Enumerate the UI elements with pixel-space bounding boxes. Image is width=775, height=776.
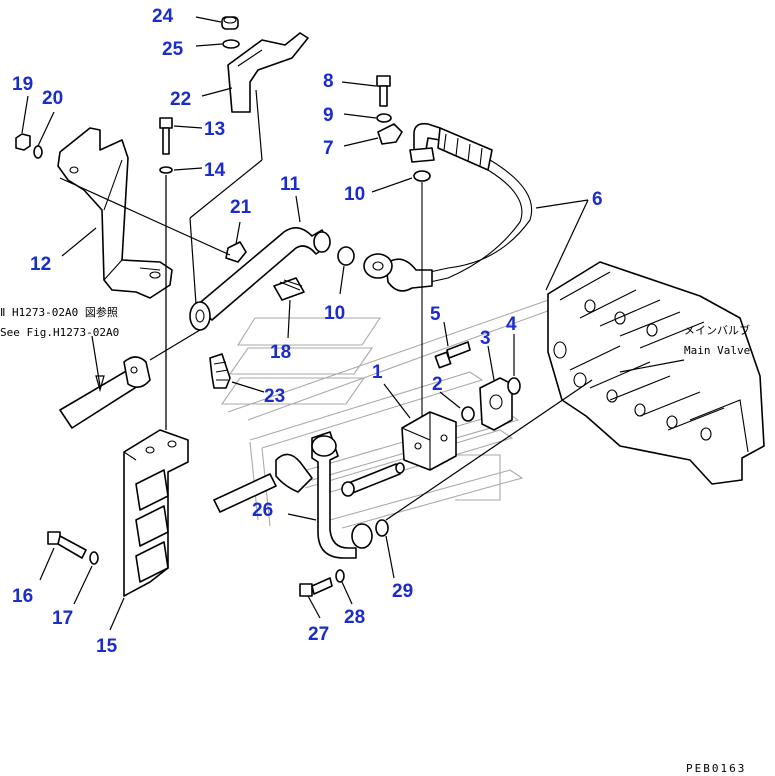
part-16-bolt bbox=[47, 531, 87, 559]
callout-27: 27 bbox=[308, 624, 329, 645]
callout-2: 2 bbox=[432, 374, 443, 395]
part-1-valve-block bbox=[401, 411, 457, 471]
callout-8: 8 bbox=[323, 71, 334, 92]
leader-lines bbox=[21, 16, 685, 631]
callout-26: 26 bbox=[252, 500, 273, 521]
callout-19: 19 bbox=[12, 74, 33, 95]
part-5-bolt bbox=[434, 341, 471, 369]
part-29-oring bbox=[375, 519, 389, 537]
part-23-hose bbox=[209, 353, 231, 389]
callout-3: 3 bbox=[480, 328, 491, 349]
part-3-flange-block bbox=[479, 377, 513, 431]
callout-29: 29 bbox=[392, 581, 413, 602]
part-25-washer bbox=[222, 39, 240, 49]
part-2-oring bbox=[461, 406, 475, 422]
ghost-platform bbox=[220, 295, 580, 529]
drawing-code: PEB0163 bbox=[686, 762, 746, 775]
callout-18: 18 bbox=[270, 342, 291, 363]
part-6-hose bbox=[363, 122, 533, 292]
callout-10-lower: 10 bbox=[324, 303, 345, 324]
callout-22: 22 bbox=[170, 89, 191, 110]
part-13-bolt bbox=[159, 117, 173, 155]
callout-12: 12 bbox=[30, 254, 51, 275]
part-26-pipe bbox=[213, 431, 373, 559]
main-valve-label-en: Main Valve bbox=[684, 344, 750, 357]
main-valve bbox=[547, 261, 765, 485]
part-27-bolt bbox=[299, 577, 333, 597]
callout-7: 7 bbox=[323, 138, 334, 159]
part-14-washer bbox=[159, 166, 173, 174]
callout-4: 4 bbox=[506, 314, 517, 335]
part-8-bolt bbox=[376, 75, 391, 107]
part-4-oring bbox=[507, 377, 521, 395]
callout-28: 28 bbox=[344, 607, 365, 628]
part-18-hose-clamp bbox=[273, 277, 305, 301]
reference-note-jp: Ⅱ H1273-02A0 図参照 bbox=[0, 305, 118, 319]
callout-5: 5 bbox=[430, 304, 441, 325]
part-19-nut bbox=[15, 133, 31, 151]
part-24-nut bbox=[221, 16, 239, 30]
part-10-oring-upper bbox=[413, 170, 431, 182]
callout-11: 11 bbox=[280, 174, 301, 195]
part-22-bracket bbox=[227, 32, 309, 113]
part-10-oring-lower bbox=[337, 246, 355, 266]
callout-21: 21 bbox=[230, 197, 252, 218]
callout-6: 6 bbox=[592, 189, 603, 210]
callout-10-upper: 10 bbox=[344, 184, 365, 205]
callout-15: 15 bbox=[96, 636, 118, 657]
part-7-clamp bbox=[377, 123, 403, 145]
callout-20: 20 bbox=[42, 88, 63, 109]
part-20-washer bbox=[33, 145, 43, 159]
part-28-washer bbox=[335, 569, 345, 583]
callout-14: 14 bbox=[204, 160, 226, 181]
part-12-bracket bbox=[57, 127, 173, 299]
part-21-clip bbox=[225, 241, 247, 263]
callout-24: 24 bbox=[152, 6, 174, 27]
part-11-tube bbox=[189, 227, 331, 331]
reference-note-en: See Fig.H1273-02A0 bbox=[0, 326, 119, 339]
callout-1: 1 bbox=[372, 362, 383, 383]
callout-17: 17 bbox=[52, 608, 73, 629]
callout-13: 13 bbox=[204, 119, 225, 140]
part-9-washer bbox=[376, 113, 392, 123]
callout-9: 9 bbox=[323, 105, 334, 126]
main-valve-label-jp: メインバルブ bbox=[684, 323, 750, 337]
callout-25: 25 bbox=[162, 39, 184, 60]
callout-16: 16 bbox=[12, 586, 33, 607]
referenced-shaft bbox=[59, 356, 151, 429]
callout-labels: 24 25 22 19 20 13 14 12 11 21 8 9 7 10 1… bbox=[12, 6, 603, 657]
part-17-washer bbox=[89, 551, 99, 565]
callout-23: 23 bbox=[264, 386, 285, 407]
part-15-bracket bbox=[123, 429, 189, 597]
